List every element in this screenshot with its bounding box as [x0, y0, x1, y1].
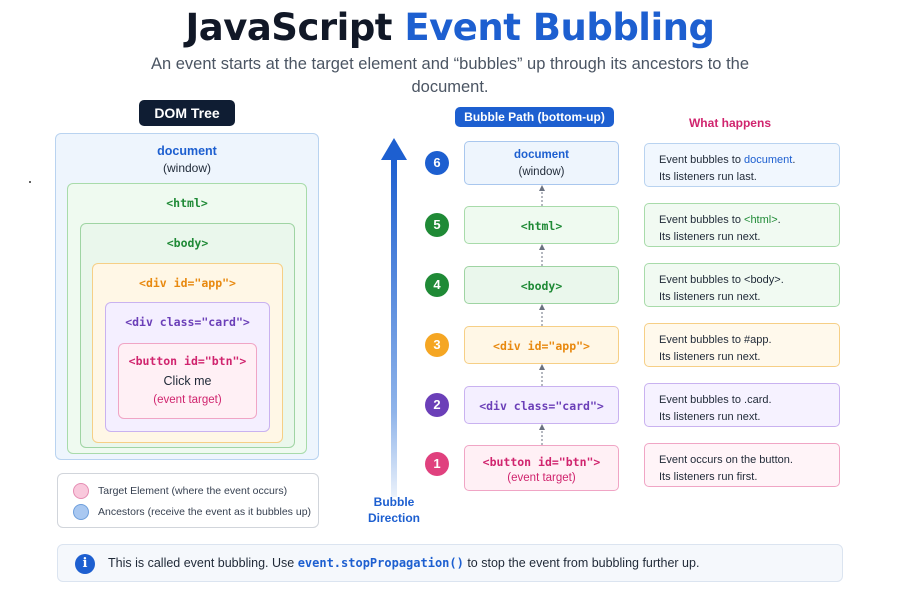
legend-ancestors-label: Ancestors (receive the event as it bubbl…	[98, 506, 312, 518]
legend-target-label: Target Element (where the event occurs)	[98, 485, 288, 497]
connector-arrow-icon	[539, 424, 545, 445]
what-happens-item-card: Event bubbles to .card. Its listeners ru…	[644, 383, 840, 427]
stray-dot	[29, 181, 31, 183]
html-label: <html>	[166, 196, 208, 210]
info-text: This is called event bubbling. Use event…	[108, 556, 700, 570]
dom-tree-label: DOM Tree	[139, 100, 235, 126]
legend: Target Element (where the event occurs) …	[57, 473, 319, 528]
document-label: document	[157, 144, 217, 158]
path-step-app: <div id="app">	[464, 326, 619, 364]
step-number-5: 5	[425, 213, 449, 237]
page-title: JavaScript Event Bubbling	[185, 6, 715, 49]
path-step-button: <button id="btn"> (event target)	[464, 445, 619, 491]
page-subtitle: An event starts at the target element an…	[150, 55, 750, 96]
what-happens-item-body: Event bubbles to <body>. Its listeners r…	[644, 263, 840, 307]
app-label: <div id="app">	[139, 276, 236, 290]
connector-arrow-icon	[539, 364, 545, 386]
connector-arrow-icon	[539, 185, 545, 206]
step-number-6: 6	[425, 151, 449, 175]
dom-node-button: <button id="btn"> Click me (event target…	[118, 343, 257, 419]
document-sub-label: (window)	[162, 161, 211, 175]
connector-arrow-icon	[539, 244, 545, 266]
what-happens-label: What happens	[688, 116, 771, 130]
bubble-direction-arrow-icon	[380, 137, 408, 497]
button-note-label: (event target)	[153, 394, 222, 406]
path-step-card: <div class="card">	[464, 386, 619, 424]
step-number-3: 3	[425, 333, 449, 357]
path-step-body: <body>	[464, 266, 619, 304]
step-number-2: 2	[425, 393, 449, 417]
body-label: <body>	[166, 236, 209, 250]
step-number-4: 4	[425, 273, 449, 297]
bubble-direction-label: Bubble Direction	[367, 495, 420, 525]
what-happens-item-button: Event occurs on the button. Its listener…	[644, 443, 840, 487]
button-tag-label: <button id="btn">	[128, 354, 247, 368]
step-number-1: 1	[425, 452, 449, 476]
what-happens-item-document: Event bubbles to document. Its listeners…	[644, 143, 840, 187]
info-icon: i	[75, 554, 95, 574]
card-label: <div class="card">	[125, 315, 250, 329]
target-swatch-icon	[73, 483, 89, 499]
what-happens-item-app: Event bubbles to #app. Its listeners run…	[644, 323, 840, 367]
bubble-path-label: Bubble Path (bottom-up)	[455, 107, 614, 127]
info-banner: i This is called event bubbling. Use eve…	[57, 544, 843, 582]
ancestor-swatch-icon	[73, 504, 89, 520]
path-step-html: <html>	[464, 206, 619, 244]
button-text-label: Click me	[163, 374, 212, 388]
connector-arrow-icon	[539, 304, 545, 326]
path-step-document: document (window)	[464, 141, 619, 185]
what-happens-item-html: Event bubbles to <html>. Its listeners r…	[644, 203, 840, 247]
